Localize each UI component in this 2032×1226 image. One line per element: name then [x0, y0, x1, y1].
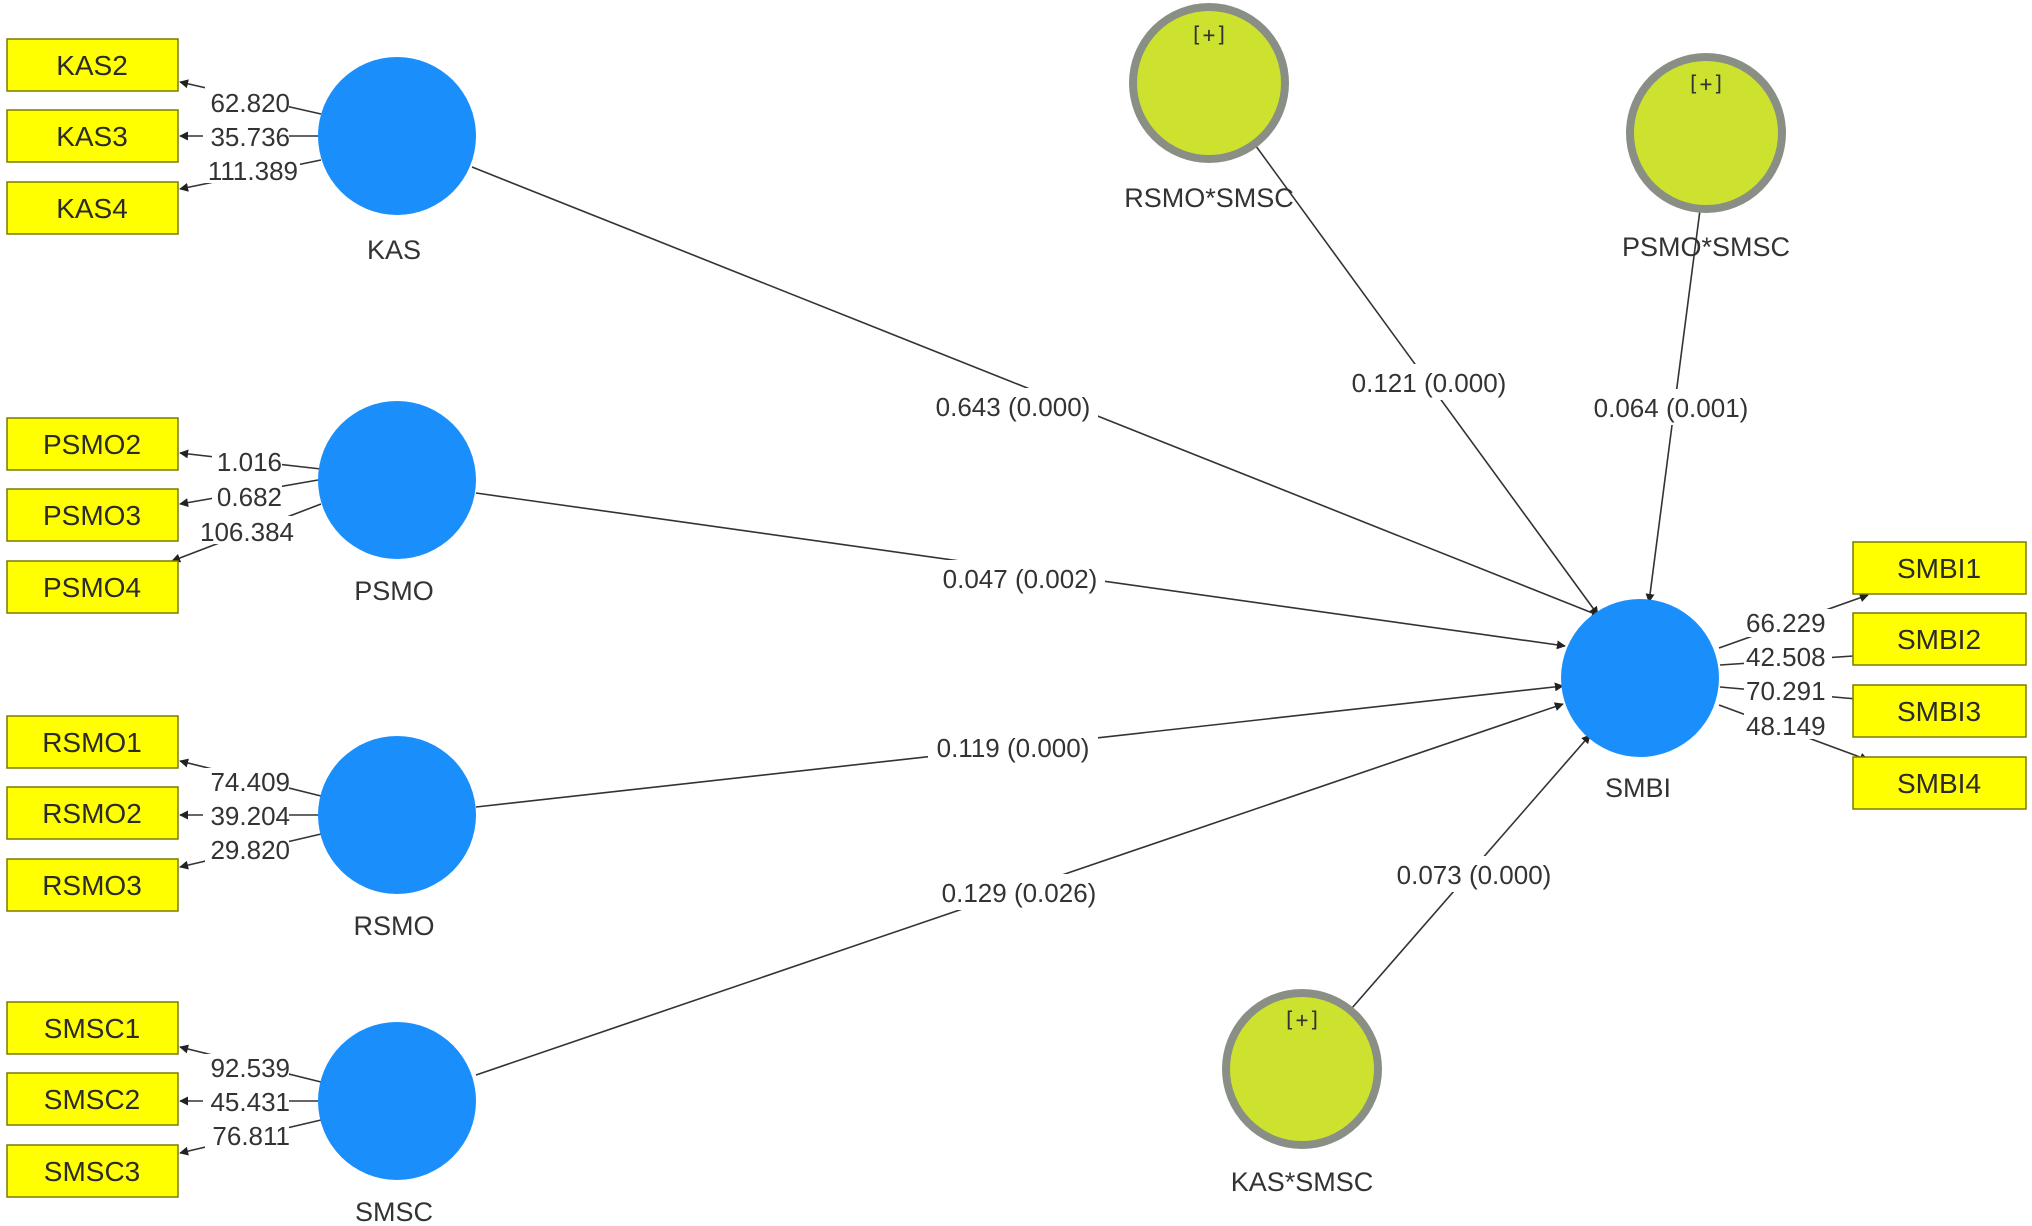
path-labels: 0.643 (0.000) 0.047 (0.002) 0.119 (0.000… [928, 364, 1756, 910]
indicator-rsmo2-label: RSMO2 [42, 798, 142, 829]
indicator-rsmo1-label: RSMO1 [42, 727, 142, 758]
indicator-psmo2[interactable]: PSMO2 [6, 417, 179, 471]
construct-smsc-circle [318, 1022, 476, 1180]
indicator-kas2[interactable]: KAS2 [6, 38, 179, 92]
loading-label-rsmo1: 74.409 [210, 767, 290, 797]
loading-label-smsc3: 76.811 [212, 1121, 290, 1151]
indicator-psmo4[interactable]: PSMO4 [6, 560, 179, 614]
loading-label-kas2: 62.820 [210, 88, 290, 118]
construct-psmo[interactable]: PSMO [318, 401, 476, 606]
construct-smsc[interactable]: SMSC [318, 1022, 476, 1226]
construct-psmo-circle [318, 401, 476, 559]
path-label-rsmo-smbi: 0.119 (0.000) [937, 733, 1090, 763]
structural-paths [471, 141, 1701, 1076]
loading-label-psmo2: 1.016 [217, 447, 282, 477]
loading-label-smsc1: 92.539 [210, 1053, 290, 1083]
indicator-kas3[interactable]: KAS3 [6, 109, 179, 163]
construct-smbi[interactable]: SMBI [1561, 599, 1719, 803]
indicator-kas3-label: KAS3 [56, 121, 128, 152]
moderator-psmo-smsc-circle [1626, 53, 1786, 213]
indicators-smsc: SMSC1 SMSC2 SMSC3 [6, 1001, 179, 1198]
loading-label-smbi4: 48.149 [1746, 711, 1826, 741]
indicators-kas: KAS2 KAS3 KAS4 [6, 38, 179, 235]
indicator-smbi4[interactable]: SMBI4 [1852, 756, 2027, 810]
indicators-psmo: PSMO2 PSMO3 PSMO4 [6, 417, 179, 614]
loading-label-smbi2: 42.508 [1746, 642, 1826, 672]
path-label-kas-smbi: 0.643 (0.000) [936, 392, 1091, 422]
indicator-rsmo2[interactable]: RSMO2 [6, 786, 179, 840]
indicator-smsc2[interactable]: SMSC2 [6, 1072, 179, 1126]
loading-label-rsmo2: 39.204 [210, 801, 290, 831]
moderator-psmo-smsc[interactable]: [+] PSMO*SMSC [1622, 53, 1790, 262]
moderator-psmo-smsc-label: PSMO*SMSC [1622, 232, 1790, 262]
indicator-psmo3-label: PSMO3 [43, 500, 141, 531]
loading-label-kas3: 35.736 [210, 122, 290, 152]
construct-kas[interactable]: KAS [318, 57, 476, 265]
indicators-rsmo: RSMO1 RSMO2 RSMO3 [6, 715, 179, 912]
loading-label-smsc2: 45.431 [210, 1087, 290, 1117]
indicator-kas4-label: KAS4 [56, 193, 128, 224]
construct-psmo-label: PSMO [354, 576, 434, 606]
indicator-smsc1[interactable]: SMSC1 [6, 1001, 179, 1055]
indicator-rsmo3[interactable]: RSMO3 [6, 858, 179, 912]
moderator-rsmo-smsc-label: RSMO*SMSC [1124, 183, 1294, 213]
moderator-kas-smsc-label: KAS*SMSC [1231, 1167, 1374, 1197]
indicator-smsc3[interactable]: SMSC3 [6, 1144, 179, 1198]
construct-rsmo-label: RSMO [354, 911, 435, 941]
expand-icon[interactable]: [+] [1687, 72, 1725, 96]
construct-smbi-circle [1561, 599, 1719, 757]
indicator-smsc3-label: SMSC3 [44, 1156, 140, 1187]
moderator-rsmo-smsc-circle [1129, 3, 1289, 163]
indicator-rsmo3-label: RSMO3 [42, 870, 142, 901]
construct-smbi-label: SMBI [1605, 773, 1671, 803]
indicator-smbi3-label: SMBI3 [1897, 696, 1981, 727]
moderator-kas-smsc-circle [1222, 989, 1382, 1149]
loading-label-psmo3: 0.682 [217, 482, 282, 512]
construct-kas-circle [318, 57, 476, 215]
indicator-smsc2-label: SMSC2 [44, 1084, 140, 1115]
indicator-smbi1[interactable]: SMBI1 [1852, 541, 2027, 595]
loading-label-smbi3: 70.291 [1746, 676, 1826, 706]
path-label-kas-smsc-smbi: 0.073 (0.000) [1397, 860, 1552, 890]
path-label-rsmo-smsc-smbi: 0.121 (0.000) [1352, 368, 1507, 398]
loading-labels: 62.820 35.736 111.389 1.016 0.682 106.38… [194, 87, 1832, 1151]
expand-icon[interactable]: [+] [1190, 23, 1228, 47]
indicator-psmo4-label: PSMO4 [43, 572, 141, 603]
loading-label-smbi1: 66.229 [1746, 608, 1826, 638]
loading-label-rsmo3: 29.820 [210, 835, 290, 865]
construct-rsmo[interactable]: RSMO [318, 736, 476, 941]
indicator-kas4[interactable]: KAS4 [6, 181, 179, 235]
indicator-psmo2-label: PSMO2 [43, 429, 141, 460]
loading-label-psmo4: 106.384 [200, 517, 294, 547]
indicator-rsmo1[interactable]: RSMO1 [6, 715, 179, 769]
indicator-kas2-label: KAS2 [56, 50, 128, 81]
construct-rsmo-circle [318, 736, 476, 894]
path-label-psmo-smsc-smbi: 0.064 (0.001) [1594, 393, 1749, 423]
moderator-kas-smsc[interactable]: [+] KAS*SMSC [1222, 989, 1382, 1197]
indicators-smbi: SMBI1 SMBI2 SMBI3 SMBI4 [1852, 541, 2027, 810]
indicator-smbi2[interactable]: SMBI2 [1852, 612, 2027, 666]
construct-smsc-label: SMSC [355, 1197, 433, 1226]
indicator-smsc1-label: SMSC1 [44, 1013, 140, 1044]
indicator-smbi1-label: SMBI1 [1897, 553, 1981, 584]
construct-kas-label: KAS [367, 235, 421, 265]
indicator-psmo3[interactable]: PSMO3 [6, 488, 179, 542]
moderator-rsmo-smsc[interactable]: [+] RSMO*SMSC [1124, 3, 1294, 213]
path-label-psmo-smbi: 0.047 (0.002) [943, 564, 1098, 594]
indicator-smbi3[interactable]: SMBI3 [1852, 684, 2027, 738]
path-label-smsc-smbi: 0.129 (0.026) [942, 878, 1097, 908]
expand-icon[interactable]: [+] [1283, 1008, 1321, 1032]
loading-label-kas4: 111.389 [208, 156, 298, 186]
indicator-smbi4-label: SMBI4 [1897, 768, 1981, 799]
indicator-smbi2-label: SMBI2 [1897, 624, 1981, 655]
